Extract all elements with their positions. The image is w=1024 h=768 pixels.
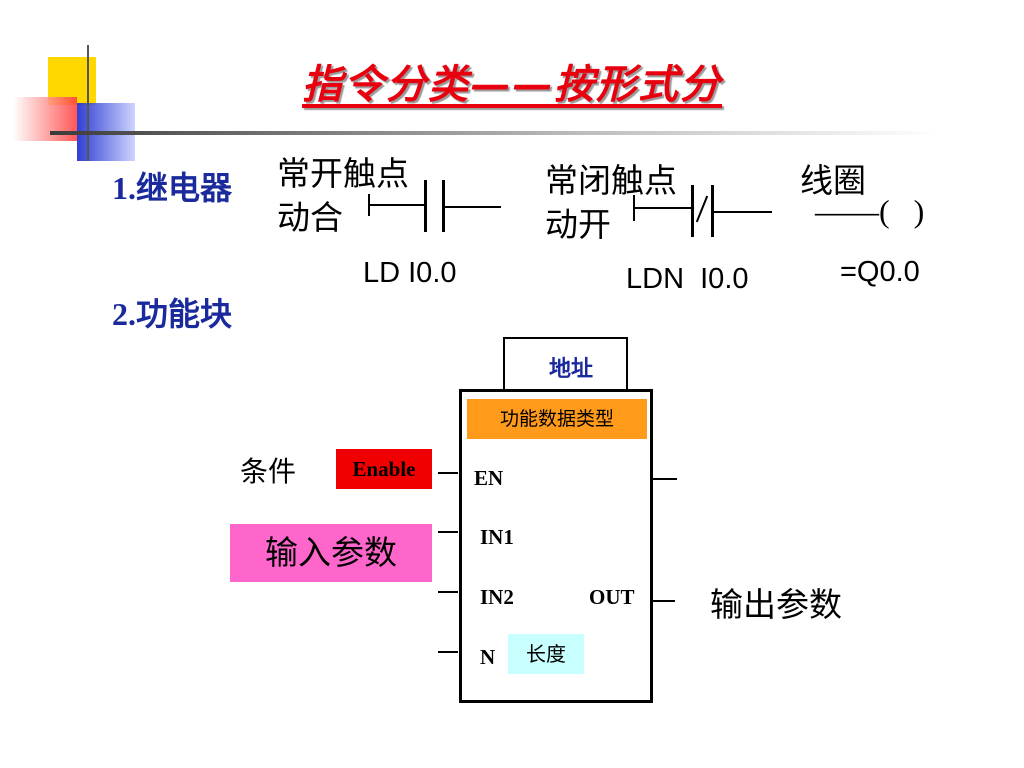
nc-contact-code: LDN I0.0 [626, 263, 749, 295]
pin-line-out [651, 600, 675, 602]
relay-heading-text: 继电器 [136, 169, 233, 207]
page-title: 指令分类——按形式分 [302, 61, 722, 108]
address-box: 地址 [503, 337, 628, 393]
decor-horizontal-line [50, 131, 940, 135]
no-contact-line2: 动合 [277, 198, 343, 237]
condition-label: 条件 [240, 455, 297, 488]
pin-line-n [438, 651, 458, 653]
coil-symbol: ——( ) [815, 193, 925, 229]
data-type-label: 功能数据类型 [467, 399, 647, 439]
length-label: 长度 [508, 634, 584, 674]
pin-en-label: EN [474, 466, 504, 490]
coil-label: 线圈 [800, 161, 866, 200]
pin-in2-label: IN2 [480, 585, 514, 609]
nc-contact-label: 常闭触点 动开 [545, 159, 677, 247]
function-block-heading-number: 2. [112, 296, 136, 332]
output-params-label: 输出参数 [710, 585, 842, 624]
relay-heading: 1.继电器 [112, 163, 232, 209]
coil-code: =Q0.0 [840, 256, 920, 288]
pin-in1-label: IN1 [480, 525, 514, 549]
pin-out-label: OUT [589, 585, 635, 609]
no-contact-symbol [368, 180, 508, 240]
no-contact-label: 常开触点 动合 [277, 152, 409, 240]
nc-contact-symbol [633, 185, 778, 245]
enable-badge: Enable [336, 449, 432, 489]
decor-vertical-line [87, 45, 89, 161]
pin-line-in1 [438, 531, 458, 533]
pin-n-label: N [480, 645, 496, 669]
address-label: 地址 [549, 356, 594, 382]
input-params-label: 输入参数 [230, 524, 432, 582]
relay-heading-number: 1. [112, 170, 136, 206]
no-contact-line1: 常开触点 [277, 154, 409, 193]
nc-contact-line2: 动开 [545, 205, 611, 244]
function-block-heading: 2.功能块 [112, 289, 232, 335]
no-contact-code: LD I0.0 [363, 257, 457, 289]
pin-line-en [438, 472, 458, 474]
pin-line-in2 [438, 591, 458, 593]
function-block-heading-text: 功能块 [136, 295, 233, 333]
pin-line-eno [651, 478, 677, 480]
nc-contact-line1: 常闭触点 [545, 161, 677, 200]
